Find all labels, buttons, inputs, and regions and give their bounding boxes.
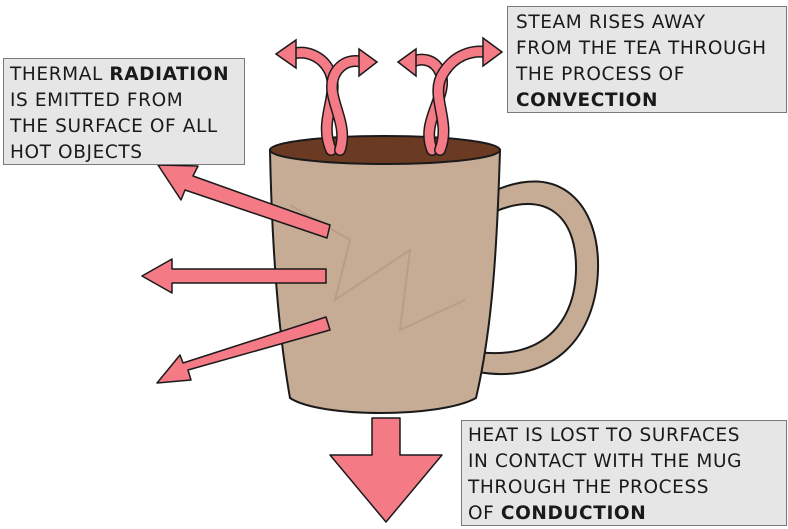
conduction-keyword: CONDUCTION: [500, 503, 647, 524]
conduction-arrow: [329, 417, 443, 523]
convection-keyword: CONVECTION: [516, 90, 659, 111]
conduction-label-line-4: OF CONDUCTION: [468, 501, 786, 527]
mug-body: [268, 149, 502, 414]
radiation-label-line-3: THE SURFACE OF ALL: [10, 116, 218, 137]
conduction-label-line-1: HEAT IS LOST TO SURFACES: [468, 425, 741, 446]
steam-arrow-right: [396, 36, 504, 156]
radiation-label-box: THERMAL RADIATION IS EMITTED FROM THE SU…: [3, 58, 245, 165]
convection-label-line-1: STEAM RISES AWAY: [516, 12, 706, 33]
steam-arrow-left: [274, 38, 379, 156]
tea-surface: [269, 135, 501, 165]
mug-shading: [289, 204, 466, 332]
convection-label-box: STEAM RISES AWAY FROM THE TEA THROUGH TH…: [507, 6, 787, 113]
convection-label-line-2: FROM THE TEA THROUGH: [516, 38, 767, 59]
radiation-keyword: RADIATION: [109, 64, 230, 85]
radiation-label-line-2: IS EMITTED FROM: [10, 90, 184, 111]
conduction-label-line-2: IN CONTACT WITH THE MUG: [468, 451, 743, 472]
radiation-arrow-upper: [157, 164, 331, 239]
conduction-label-line-4-text: OF: [468, 503, 501, 524]
conduction-label-line-3: THROUGH THE PROCESS: [468, 477, 710, 498]
radiation-arrow-lower: [156, 316, 331, 384]
conduction-label-box: HEAT IS LOST TO SURFACES IN CONTACT WITH…: [461, 420, 787, 526]
radiation-label-line-1-text: THERMAL: [10, 64, 110, 85]
radiation-arrow-middle: [141, 258, 327, 294]
radiation-label-line-4: HOT OBJECTS: [10, 142, 143, 163]
convection-label-line-3: THE PROCESS OF: [516, 64, 685, 85]
radiation-label-line-1: THERMAL RADIATION: [10, 62, 244, 88]
